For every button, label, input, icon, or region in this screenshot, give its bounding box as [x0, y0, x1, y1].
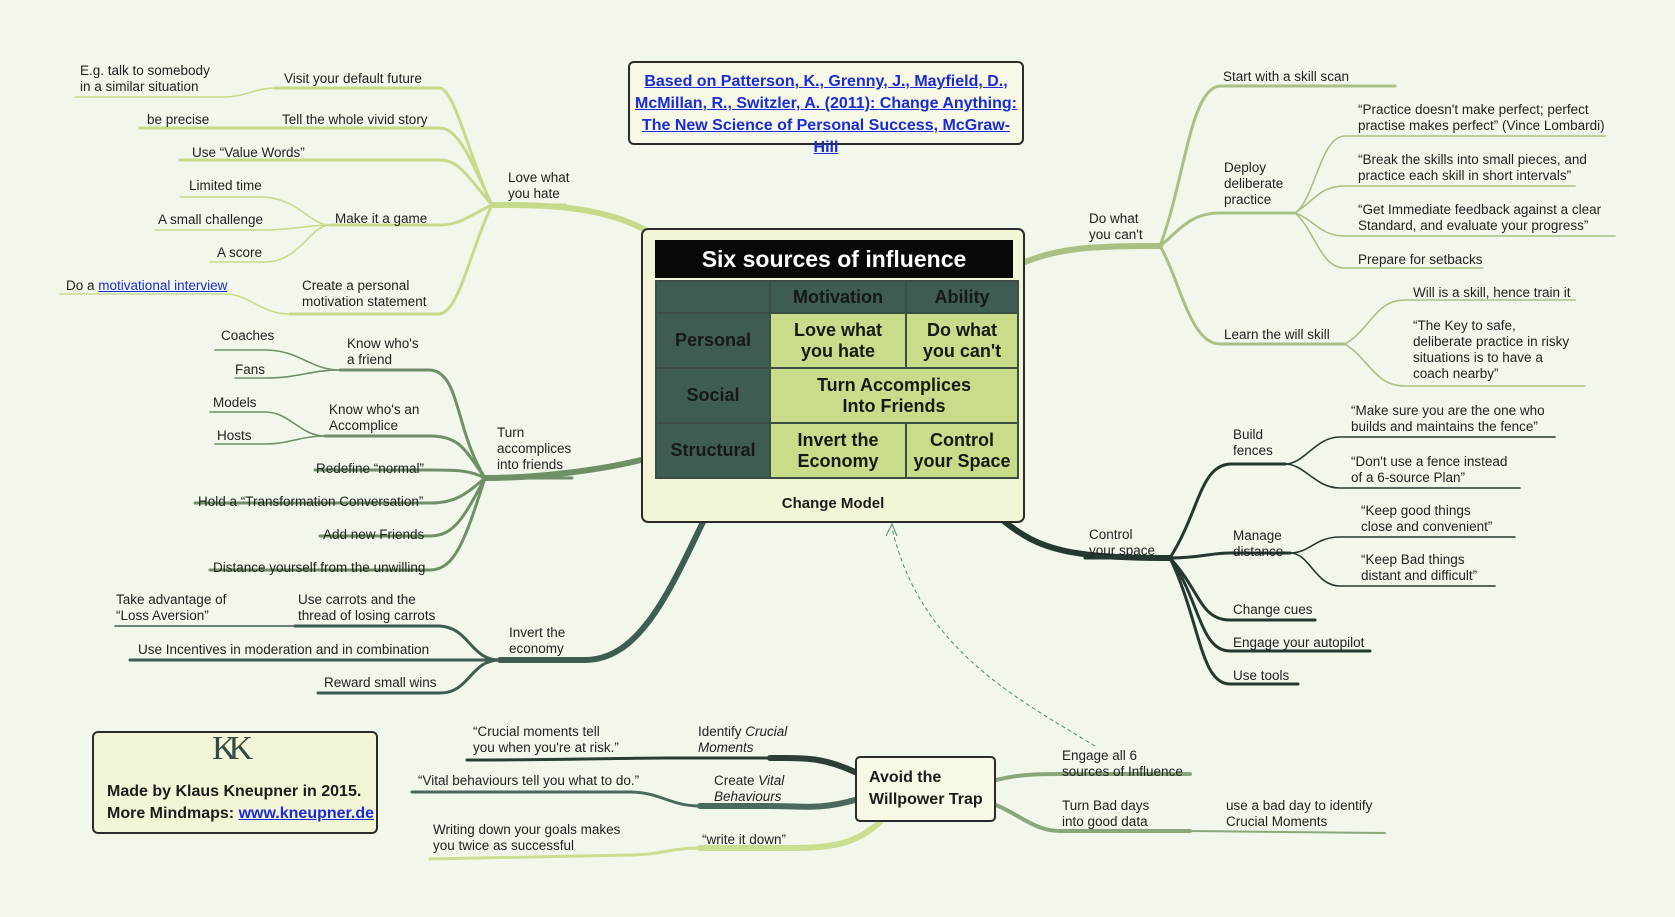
credit-line-2: More Mindmaps: www.kneupner.de [107, 805, 374, 822]
node-quote-small-pieces[interactable]: “Break the skills into small pieces, and… [1358, 152, 1587, 183]
node-make-it-a-game[interactable]: Make it a game [335, 211, 428, 226]
node-skill-scan[interactable]: Start with a skill scan [1223, 69, 1350, 84]
node-motivational-interview[interactable]: Do a motivational interview [66, 278, 228, 293]
model-caption: Change Model [781, 495, 885, 512]
node-quote-vital-behaviours[interactable]: “Vital behaviours tell you what to do.” [418, 773, 640, 788]
row-header-social: Social [655, 367, 771, 424]
row-header-structural: Structural [655, 422, 771, 479]
node-a-score[interactable]: A score [217, 245, 263, 260]
node-fans[interactable]: Fans [235, 362, 266, 377]
node-use-incentives[interactable]: Use Incentives in moderation and in comb… [138, 642, 430, 657]
row-header-personal: Personal [655, 312, 771, 369]
col-header-ability: Ability [905, 280, 1019, 314]
source-reference-box: Based on Patterson, K., Grenny, J., Mayf… [628, 61, 1024, 156]
node-will-is-a-skill[interactable]: Will is a skill, hence train it [1413, 285, 1571, 300]
node-change-cues[interactable]: Change cues [1233, 602, 1313, 617]
node-small-challenge[interactable]: A small challenge [158, 212, 264, 227]
node-add-new-friends[interactable]: Add new Friends [323, 527, 425, 542]
node-visit-default-future[interactable]: Visit your default future [284, 71, 422, 86]
kneupner-logo-icon: KK [212, 730, 253, 767]
source-line-2[interactable]: McMillan, R., Switzler, A. (2011): Chang… [635, 95, 1017, 112]
node-quote-coach-nearby[interactable]: “The Key to safe,deliberate practice in … [1413, 318, 1570, 381]
node-tell-vivid-story[interactable]: Tell the whole vivid story [282, 112, 428, 127]
node-coaches[interactable]: Coaches [221, 328, 275, 343]
node-engage-autopilot[interactable]: Engage your autopilot [1233, 635, 1365, 650]
node-distance-unwilling[interactable]: Distance yourself from the unwilling [213, 560, 426, 575]
node-use-tools[interactable]: Use tools [1233, 668, 1290, 683]
col-header-motivation: Motivation [769, 280, 907, 314]
website-link[interactable]: www.kneupner.de [238, 805, 374, 822]
node-transformation-conversation[interactable]: Hold a “Transformation Conversation” [198, 494, 424, 509]
model-title: Six sources of influence [655, 240, 1013, 278]
grid-corner [655, 280, 771, 314]
node-be-precise[interactable]: be precise [147, 112, 210, 127]
node-learn-will-skill[interactable]: Learn the will skill [1224, 327, 1330, 342]
source-line-3[interactable]: The New Science of Personal Success, McG… [641, 117, 1011, 156]
node-prepare-setbacks[interactable]: Prepare for setbacks [1358, 252, 1483, 267]
node-reward-small-wins[interactable]: Reward small wins [324, 675, 437, 690]
motivational-interview-link[interactable]: motivational interview [98, 278, 228, 293]
source-line-1[interactable]: Based on Patterson, K., Grenny, J., Mayf… [644, 73, 1008, 90]
node-redefine-normal[interactable]: Redefine “normal” [316, 461, 425, 476]
node-loss-aversion[interactable]: Take advantage of“Loss Aversion” [116, 592, 227, 623]
change-model-box: Six sources of influence Motivation Abil… [641, 228, 1025, 523]
credit-box: KK Made by Klaus Kneupner in 2015. More … [92, 731, 378, 834]
node-models[interactable]: Models [213, 395, 257, 410]
node-write-it-down[interactable]: “write it down” [702, 832, 787, 847]
node-value-words[interactable]: Use “Value Words” [192, 145, 305, 160]
node-limited-time[interactable]: Limited time [189, 178, 262, 193]
node-hosts[interactable]: Hosts [217, 428, 252, 443]
credit-line-1: Made by Klaus Kneupner in 2015. [107, 783, 362, 800]
